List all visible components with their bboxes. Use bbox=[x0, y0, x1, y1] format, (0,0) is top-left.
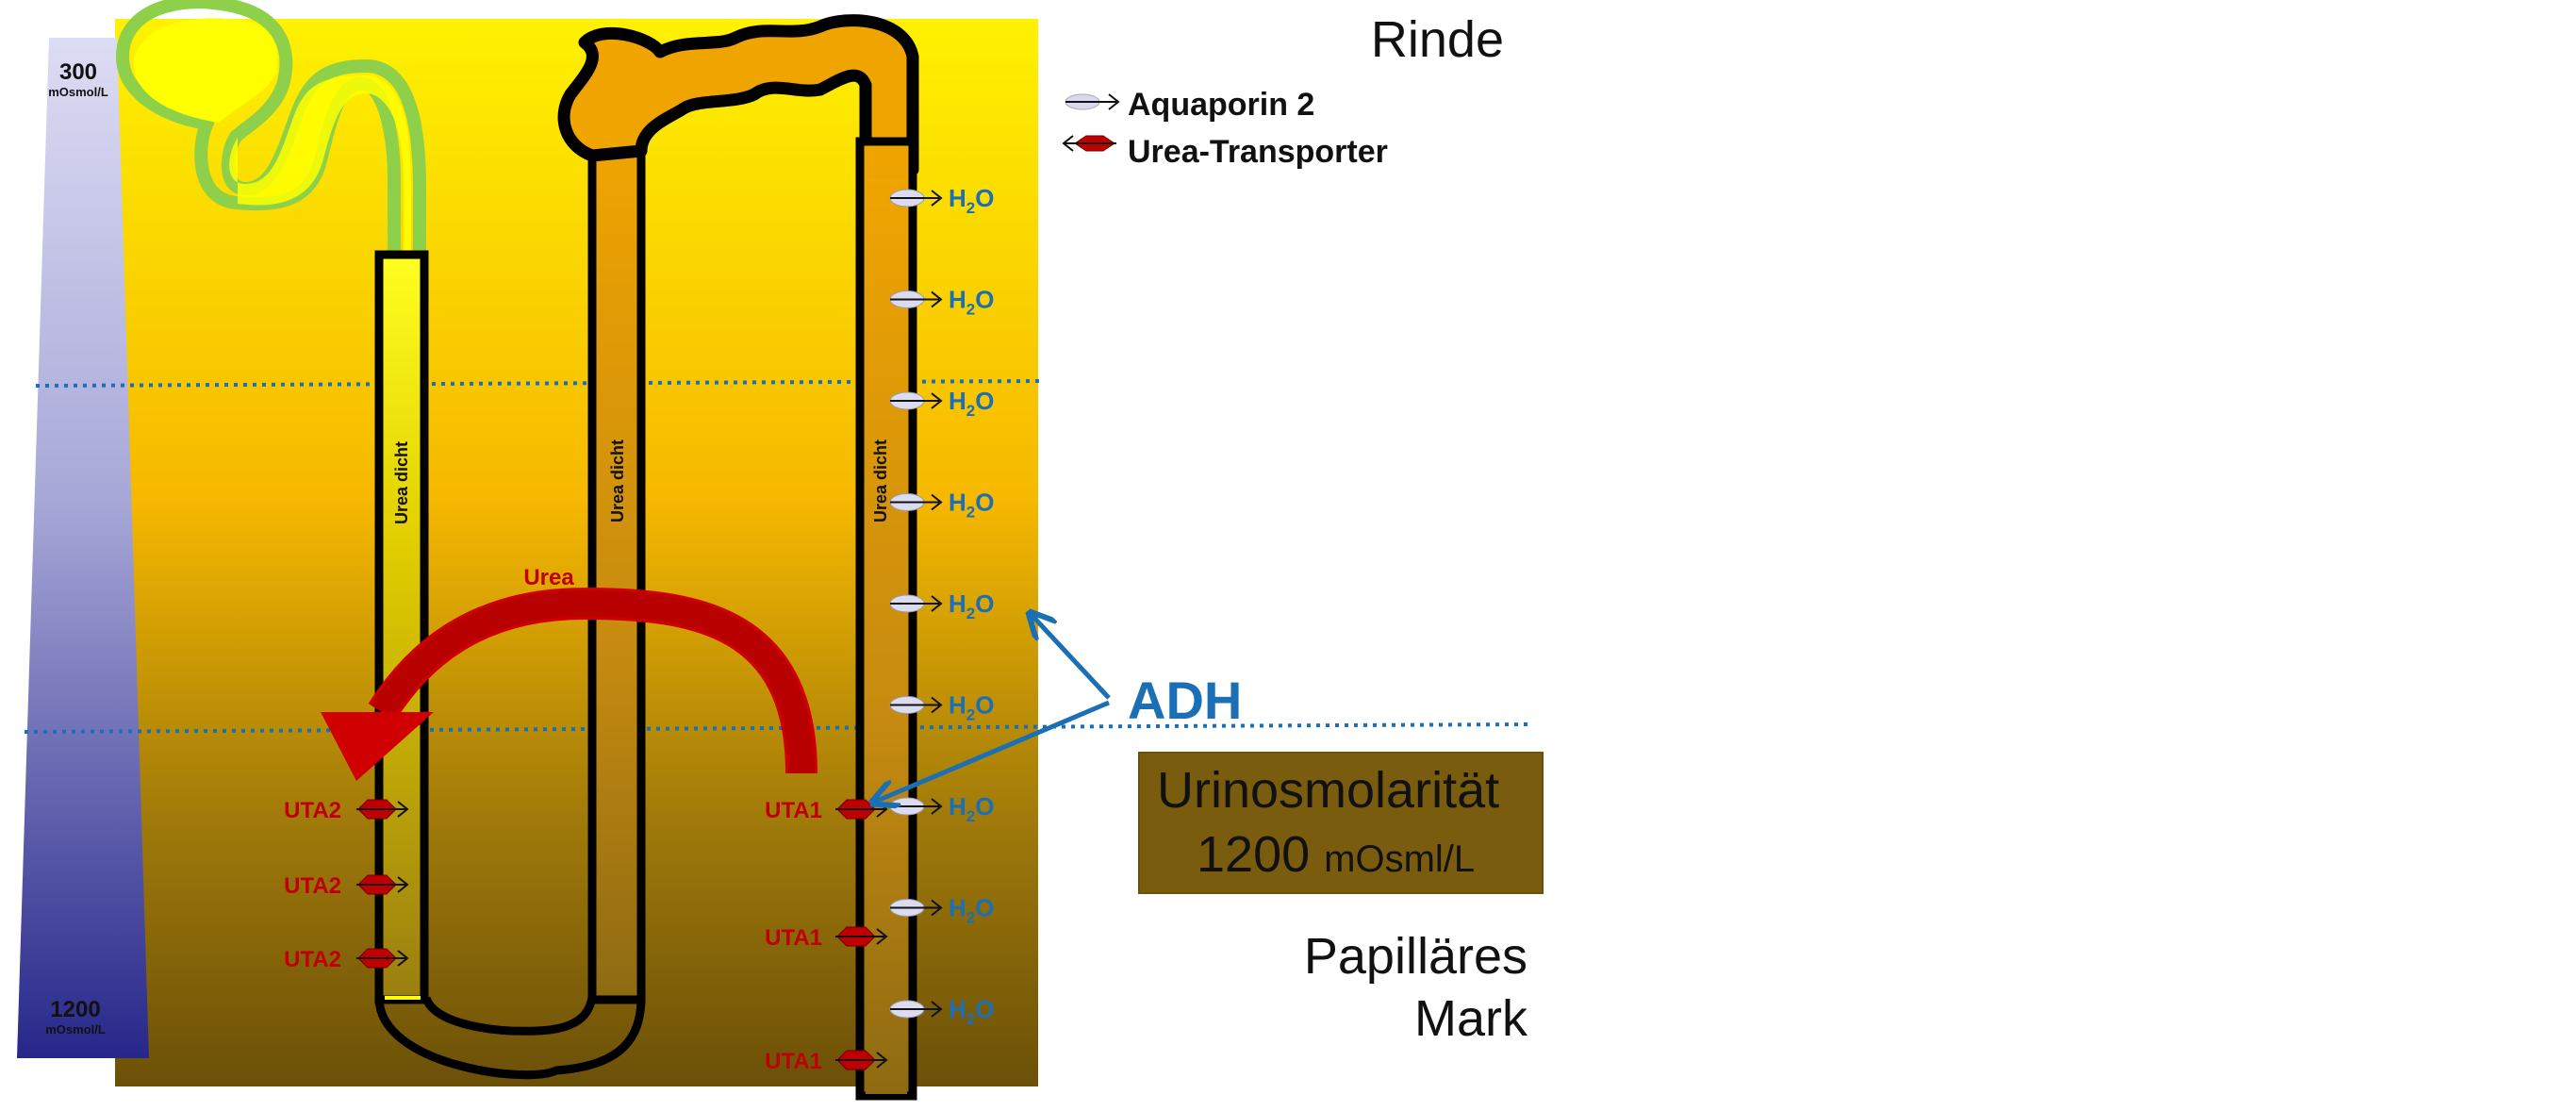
proximal-tubule bbox=[116, 0, 426, 257]
adh-arrows bbox=[875, 615, 1111, 802]
water-channel: H2O bbox=[889, 286, 994, 319]
water-label-prefix: H bbox=[949, 691, 966, 720]
water-channel: H2O bbox=[889, 995, 994, 1028]
legend-urea-transporter-symbol bbox=[1062, 135, 1116, 152]
water-label: H2O bbox=[949, 489, 994, 522]
urea-transporter-label: UTA2 bbox=[284, 873, 341, 899]
water-label-subscript: 2 bbox=[966, 706, 975, 724]
water-label-suffix: O bbox=[975, 286, 994, 314]
water-label-subscript: 2 bbox=[966, 1010, 975, 1028]
water-label: H2O bbox=[949, 894, 994, 927]
water-channel: H2O bbox=[889, 387, 994, 420]
water-label-subscript: 2 bbox=[966, 301, 975, 319]
urea-transporter-label: UTA2 bbox=[284, 798, 341, 823]
water-channel: H2O bbox=[889, 489, 994, 522]
water-label: H2O bbox=[949, 387, 994, 420]
water-label-prefix: H bbox=[949, 489, 966, 517]
medulla-label: Papilläres Mark bbox=[1226, 926, 1527, 1051]
water-label: H2O bbox=[949, 184, 994, 217]
water-label-prefix: H bbox=[949, 894, 966, 922]
water-label-suffix: O bbox=[975, 691, 994, 720]
urea-transporter: UTA2 bbox=[284, 873, 409, 899]
water-channel: H2O bbox=[889, 184, 994, 217]
water-label-suffix: O bbox=[975, 489, 994, 517]
water-label-suffix: O bbox=[975, 387, 994, 415]
medulla-label-line2: Mark bbox=[1414, 989, 1527, 1047]
water-channel: H2O bbox=[889, 691, 994, 724]
urea-transporter-label: UTA1 bbox=[765, 1049, 822, 1074]
cortex-medulla-boundary bbox=[35, 379, 1042, 388]
urea-transporter: UTA1 bbox=[765, 1049, 888, 1074]
water-label: H2O bbox=[949, 691, 994, 724]
water-label-suffix: O bbox=[975, 184, 994, 212]
urea-transporter-label: UTA2 bbox=[284, 947, 341, 972]
water-label: H2O bbox=[949, 589, 994, 622]
water-label-subscript: 2 bbox=[966, 199, 975, 217]
water-label-suffix: O bbox=[975, 894, 994, 922]
water-label-subscript: 2 bbox=[966, 402, 975, 420]
urea-transporter-label: UTA1 bbox=[765, 798, 822, 823]
water-label-prefix: H bbox=[949, 286, 966, 314]
legend: Aquaporin 2 Urea-Transporter bbox=[1062, 87, 1388, 170]
urea-transporter: UTA1 bbox=[765, 798, 888, 823]
inner-medulla-boundary bbox=[24, 722, 1533, 734]
loop-of-henle-bend bbox=[374, 997, 646, 1080]
water-label-prefix: H bbox=[949, 184, 966, 212]
urine-osmolarity-box: Urinosmolarität 1200 mOsml/L bbox=[1138, 752, 1544, 894]
thick-ascending-limb bbox=[557, 14, 919, 1004]
water-channel: H2O bbox=[889, 894, 994, 927]
gradient-bottom-value: 1200 bbox=[50, 997, 100, 1022]
water-label: H2O bbox=[949, 286, 994, 319]
water-label-subscript: 2 bbox=[966, 504, 975, 522]
legend-aquaporin-symbol bbox=[1065, 93, 1120, 110]
water-label: H2O bbox=[949, 792, 994, 825]
water-label-subscript: 2 bbox=[966, 807, 975, 825]
cortex-label: Rinde bbox=[1370, 11, 1504, 68]
water-label-subscript: 2 bbox=[966, 909, 975, 927]
collecting-duct bbox=[855, 137, 917, 1101]
gradient-bottom-unit: mOsmol/L bbox=[45, 1022, 106, 1036]
water-label-prefix: H bbox=[949, 387, 966, 415]
urea-transporter-label: UTA1 bbox=[765, 925, 822, 951]
gradient-top-unit: mOsmol/L bbox=[48, 85, 108, 99]
urea-flow-label: Urea bbox=[523, 565, 574, 590]
urine-osmolarity-title: Urinosmolarität bbox=[1157, 762, 1500, 819]
urea-transporter: UTA2 bbox=[284, 798, 409, 823]
gradient-top-value: 300 bbox=[59, 59, 97, 85]
water-channel: H2O bbox=[889, 589, 994, 622]
urea-transporter: UTA1 bbox=[765, 925, 888, 951]
adh-label: ADH bbox=[1128, 671, 1242, 730]
urine-osmolarity-unit: mOsml/L bbox=[1324, 838, 1476, 880]
water-label-prefix: H bbox=[949, 589, 966, 618]
urea-transporter: UTA2 bbox=[284, 947, 409, 972]
osmolarity-gradient-bar bbox=[17, 38, 149, 1058]
legend-aquaporin-label: Aquaporin 2 bbox=[1128, 87, 1314, 123]
water-label-suffix: O bbox=[975, 792, 994, 821]
water-label-subscript: 2 bbox=[966, 605, 975, 622]
urine-osmolarity-value: 1200 bbox=[1197, 826, 1311, 883]
water-label: H2O bbox=[949, 995, 994, 1028]
thick-limb-urea-impermeable-label: Urea dicht bbox=[608, 439, 627, 522]
urea-recycling-arrow bbox=[321, 587, 817, 781]
thin-limb-urea-impermeable-label: Urea dicht bbox=[392, 441, 411, 524]
collecting-duct-urea-impermeable-label: Urea dicht bbox=[871, 439, 890, 522]
urine-osmolarity-value-line: 1200 mOsml/L bbox=[1197, 825, 1475, 884]
water-label-suffix: O bbox=[975, 589, 994, 618]
water-label-prefix: H bbox=[949, 792, 966, 821]
water-label-prefix: H bbox=[949, 995, 966, 1023]
legend-urea-transporter-label: Urea-Transporter bbox=[1128, 134, 1388, 170]
water-label-suffix: O bbox=[975, 995, 994, 1023]
medulla-label-line1: Papilläres bbox=[1303, 928, 1527, 985]
